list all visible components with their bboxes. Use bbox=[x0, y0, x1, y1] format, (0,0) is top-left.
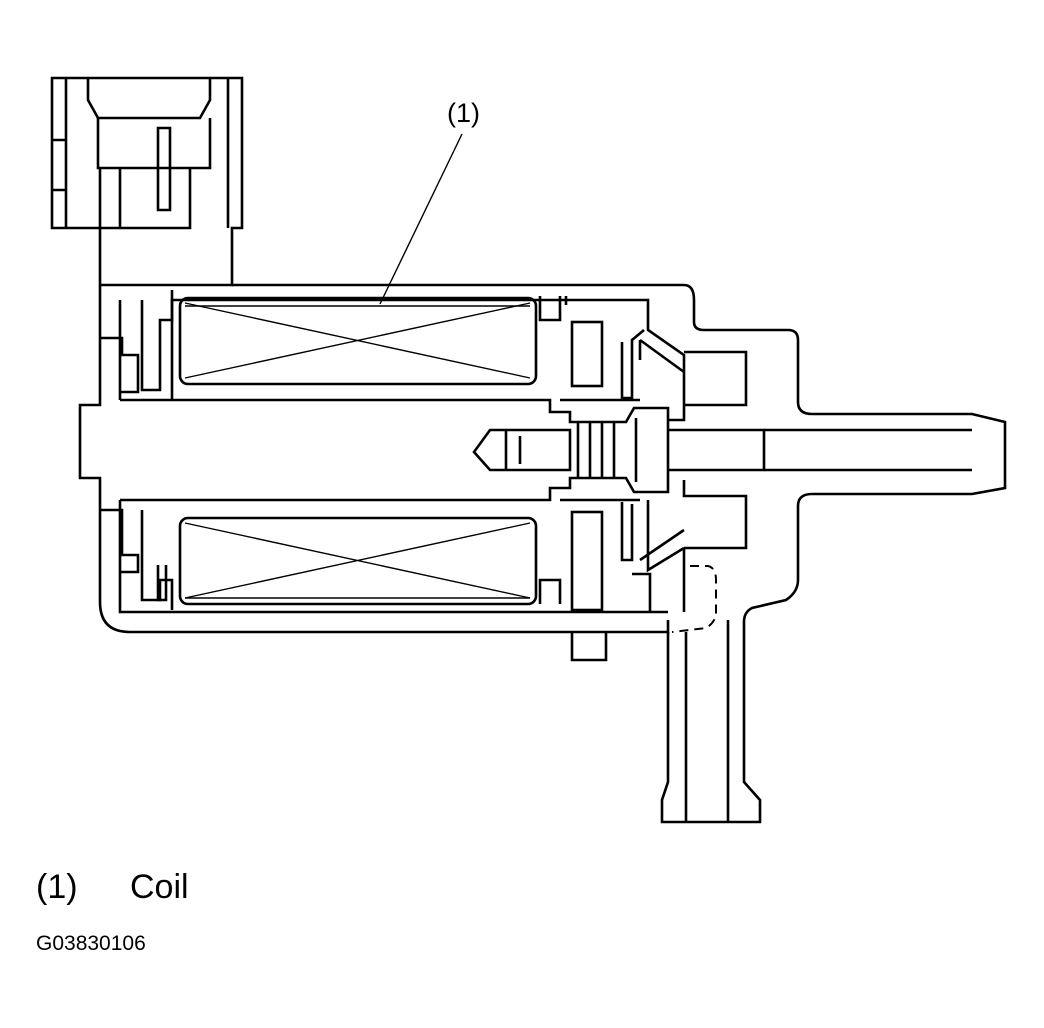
electrical-connector bbox=[50, 76, 244, 287]
callout-label-1: (1) bbox=[447, 98, 480, 128]
outlet-pipe bbox=[671, 428, 972, 822]
plunger bbox=[472, 320, 670, 662]
figure-id: G03830106 bbox=[36, 932, 146, 955]
valve-body bbox=[78, 283, 1007, 824]
legend-label: Coil bbox=[130, 868, 189, 906]
legend-item-coil: (1) Coil bbox=[36, 868, 189, 907]
coil bbox=[140, 290, 620, 610]
legend-number: (1) bbox=[36, 868, 78, 906]
solenoid-valve-diagram bbox=[50, 76, 1007, 824]
callout-leader-line bbox=[379, 133, 463, 305]
valve-seat bbox=[620, 298, 766, 612]
